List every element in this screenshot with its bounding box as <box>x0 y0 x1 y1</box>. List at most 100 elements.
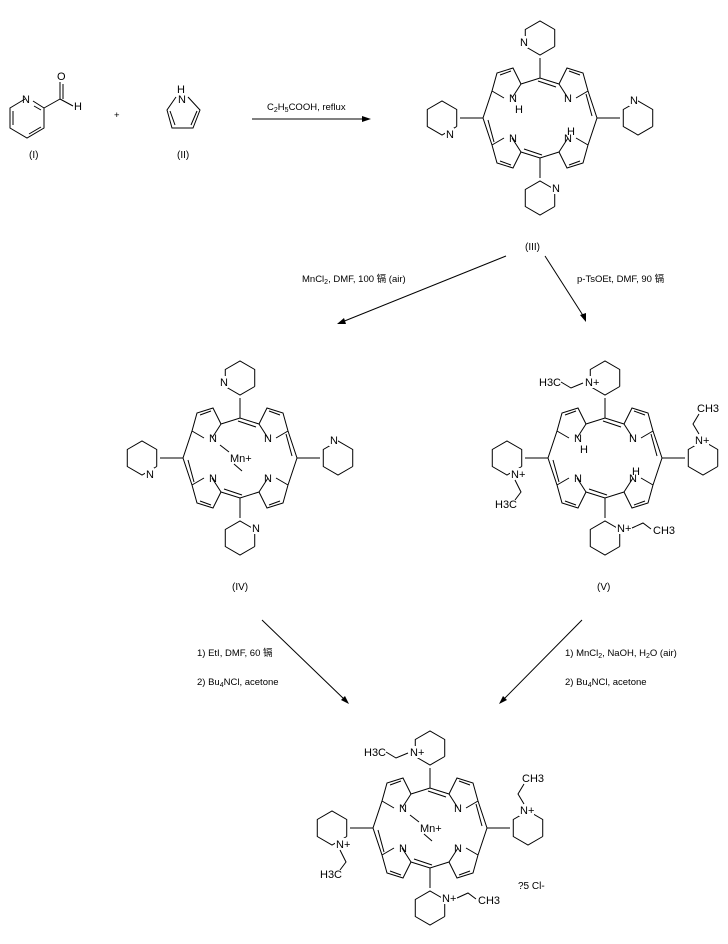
double-bond <box>389 780 402 786</box>
atom-N: N <box>252 523 260 535</box>
atom-N: N <box>574 473 582 485</box>
atom-bg <box>584 376 599 388</box>
ethyl-CH3: H3C <box>495 499 517 511</box>
bond <box>258 423 269 439</box>
atom-H: H <box>177 84 185 96</box>
double-bond <box>377 829 385 853</box>
ethyl-bond <box>456 892 477 900</box>
pyridyl-ring <box>491 440 523 476</box>
coordination-bond <box>233 463 243 472</box>
bond <box>587 90 598 146</box>
pyridyl-ring <box>126 440 158 476</box>
metal-center: Mn+ <box>420 823 442 835</box>
atom-bg <box>519 36 528 48</box>
compound-I-structure: N O H <box>9 71 82 139</box>
coordination-bond <box>219 444 230 453</box>
atom-H: H <box>580 444 588 456</box>
atom-N: N <box>509 133 517 145</box>
atom-N: N+ <box>695 435 709 447</box>
bond <box>575 90 589 99</box>
atom-N: N+ <box>511 469 525 481</box>
atom-bg <box>335 838 350 850</box>
bond <box>401 793 412 809</box>
bond <box>558 144 589 169</box>
plus-sign: + <box>114 110 120 121</box>
double-bond <box>389 870 402 876</box>
pyridyl-ring <box>512 810 544 846</box>
atom-N: N+ <box>617 523 631 535</box>
atom-N: N+ <box>585 377 599 389</box>
atom-N: N <box>220 377 228 389</box>
atom-O: O <box>57 71 66 83</box>
metal-center: Mn+ <box>230 453 252 465</box>
double-bond <box>602 420 622 428</box>
bond <box>556 407 587 432</box>
bond <box>191 484 222 509</box>
bond <box>576 477 587 493</box>
coordination-bond <box>409 814 420 823</box>
double-bond <box>499 70 512 76</box>
bond <box>556 477 570 486</box>
bond <box>275 430 289 439</box>
bond <box>381 777 412 802</box>
bond <box>491 67 522 92</box>
bond <box>381 854 412 879</box>
bond <box>381 800 395 809</box>
atom-bg <box>441 892 456 904</box>
double-bond <box>650 433 658 457</box>
bond <box>491 90 505 99</box>
bond <box>448 854 479 879</box>
reaction-4-line1: 1) EtI, DMF, 60 镉 <box>197 647 273 659</box>
bond <box>401 847 412 863</box>
atom-N: N <box>629 433 637 445</box>
bond <box>372 800 383 856</box>
reaction-5-line2: 2) Bu4NCl, acetone <box>565 677 647 689</box>
double-bond <box>223 488 243 496</box>
double-bond <box>187 459 195 483</box>
bond <box>211 477 222 493</box>
bond <box>511 83 522 99</box>
bond <box>623 407 654 432</box>
ethyl-CH3: H3C <box>320 869 342 881</box>
bond <box>182 430 193 486</box>
double-bond <box>237 420 257 428</box>
bond <box>191 407 222 432</box>
atom-H: H <box>567 126 575 138</box>
reaction-5-line1: 1) MnCl2, NaOH, H2O (air) <box>565 648 677 660</box>
bond <box>575 137 589 146</box>
bond <box>191 477 205 486</box>
atom-bg <box>616 522 631 534</box>
reaction-arrow-2 <box>341 255 507 323</box>
bond <box>558 137 569 153</box>
atom-N: N+ <box>410 747 424 759</box>
atom-N: N <box>454 803 462 815</box>
bond <box>465 800 479 809</box>
pyridyl-ring <box>224 520 256 556</box>
ethyl-bond <box>339 849 347 871</box>
pyridyl-ring <box>524 180 556 216</box>
reaction-1-conditions: C2H5COOH, reflux <box>267 102 346 114</box>
bond <box>585 491 625 499</box>
double-bond <box>268 500 281 506</box>
double-bond <box>564 500 577 506</box>
reaction-arrow-3 <box>544 255 585 318</box>
atom-bg <box>145 468 154 480</box>
reaction-2-conditions: MnCl2, DMF, 100 镉 (air) <box>302 273 406 286</box>
bond <box>220 417 260 425</box>
reaction-3-conditions: p-TsOEt, DMF, 90 镉 <box>577 273 665 285</box>
bond <box>640 477 654 486</box>
atom-bg <box>694 434 709 446</box>
atom-N: N <box>574 433 582 445</box>
atom-N: N <box>330 435 338 447</box>
bond <box>640 430 654 439</box>
double-bond <box>633 410 646 416</box>
compound-IV-label: (IV) <box>232 582 248 593</box>
bond <box>491 144 522 169</box>
double-bond <box>552 459 560 483</box>
reaction-arrow-5 <box>502 619 583 701</box>
atom-N: N <box>22 94 30 106</box>
atom-bg <box>551 182 560 194</box>
